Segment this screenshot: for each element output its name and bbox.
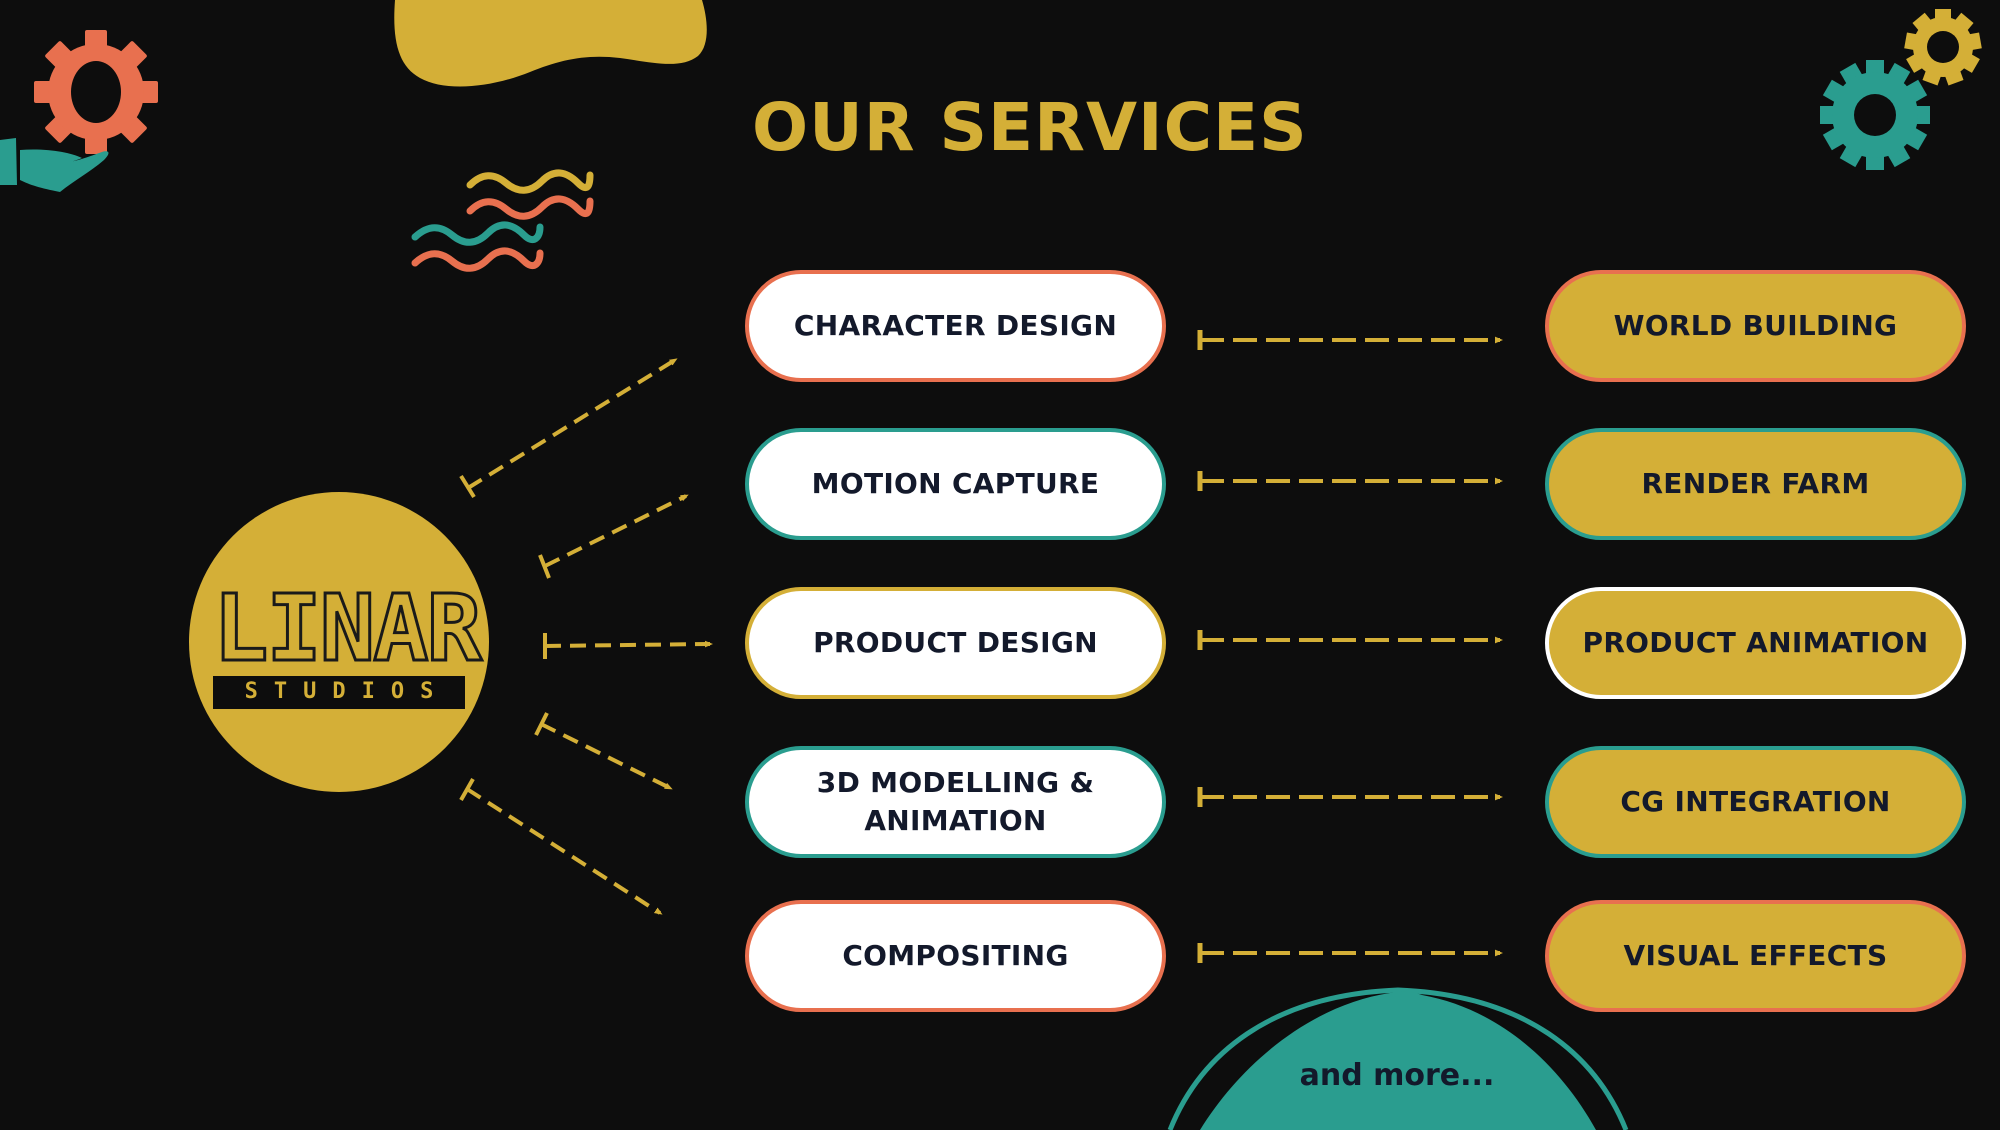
- service-3d-modelling-animation[interactable]: 3D MODELLING & ANIMATION: [745, 746, 1166, 858]
- and-more-shape: [1167, 987, 1629, 1130]
- service-product-design[interactable]: PRODUCT DESIGN: [745, 587, 1166, 699]
- arrow-to-3d-modelling: [540, 722, 670, 790]
- arrow-to-character-design: [466, 358, 675, 490]
- arrow-to-motion-capture: [544, 494, 686, 568]
- arrow-to-product-design: [544, 644, 710, 646]
- service-motion-capture[interactable]: MOTION CAPTURE: [745, 428, 1166, 540]
- service-label: WORLD BUILDING: [1613, 309, 1898, 342]
- service-world-building[interactable]: WORLD BUILDING: [1545, 270, 1966, 382]
- service-label: PRODUCT DESIGN: [813, 626, 1098, 659]
- service-cg-integration[interactable]: CG INTEGRATION: [1545, 746, 1966, 858]
- linar-studios-logo: LINAR STUDIOS: [189, 492, 489, 792]
- service-character-design[interactable]: CHARACTER DESIGN: [745, 270, 1166, 382]
- service-label: PRODUCT ANIMATION: [1582, 626, 1929, 659]
- service-label: CG INTEGRATION: [1620, 785, 1891, 818]
- arrow-to-compositing: [465, 787, 660, 915]
- gold-blob-decoration: [394, 0, 707, 87]
- service-compositing[interactable]: COMPOSITING: [745, 900, 1166, 1012]
- two-gears-icon: [1820, 9, 1982, 170]
- service-visual-effects[interactable]: VISUAL EFFECTS: [1545, 900, 1966, 1012]
- logo-subtitle: STUDIOS: [244, 678, 450, 704]
- and-more-label[interactable]: and more...: [1299, 1058, 1495, 1093]
- service-label: MOTION CAPTURE: [811, 467, 1100, 500]
- wavy-lines-decoration: [411, 169, 594, 272]
- gear-in-hand-icon: [0, 30, 158, 192]
- service-label: VISUAL EFFECTS: [1623, 939, 1888, 972]
- service-product-animation[interactable]: PRODUCT ANIMATION: [1545, 587, 1966, 699]
- service-label: 3D MODELLING & ANIMATION: [816, 766, 1095, 837]
- service-render-farm[interactable]: RENDER FARM: [1545, 428, 1966, 540]
- logo-wordmark: LINAR: [212, 575, 484, 682]
- logo-subtitle-bar: STUDIOS: [213, 676, 465, 709]
- service-label: COMPOSITING: [842, 939, 1069, 972]
- service-label: CHARACTER DESIGN: [793, 309, 1118, 342]
- page-title: OUR SERVICES: [752, 89, 1308, 166]
- service-label: RENDER FARM: [1641, 467, 1870, 500]
